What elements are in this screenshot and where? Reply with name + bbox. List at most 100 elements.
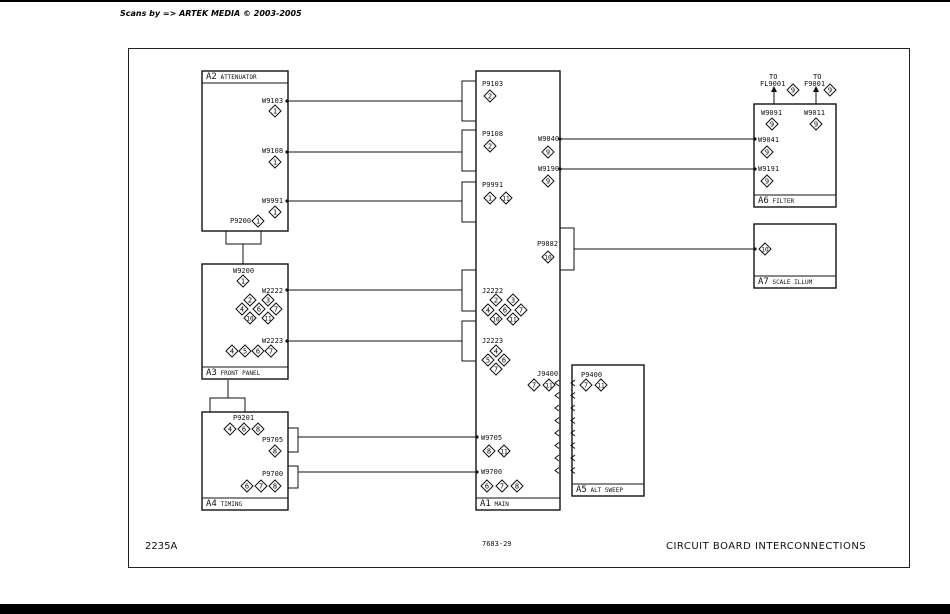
board-title-a1: A1 MAIN — [480, 499, 509, 510]
ref-diamond: 2 — [489, 293, 503, 307]
diamond-outline — [237, 422, 251, 436]
ref-diamond: 9 — [760, 145, 774, 159]
board-id: A3 — [206, 368, 217, 378]
ref-diamond: 4 — [225, 344, 239, 358]
connection-dot — [285, 150, 289, 154]
diamond-number: 9 — [546, 149, 550, 157]
connector-p9108: P9108 — [482, 130, 504, 138]
diamond-number: 9 — [546, 178, 550, 186]
diamond-number: 1 — [241, 278, 245, 286]
diamond-number: 6 — [257, 306, 261, 314]
ref-diamond: 6 — [251, 344, 265, 358]
diamond-outline — [497, 353, 511, 367]
connection-dot — [285, 339, 289, 343]
ref-diamond: 3 — [506, 293, 520, 307]
diamond-outline — [243, 311, 257, 325]
ref-diamond: 5 — [481, 353, 495, 367]
diamond-number: 1 — [256, 218, 260, 226]
diamond-outline — [264, 344, 278, 358]
diamond-number: 9 — [828, 87, 832, 95]
diamond-number: 4 — [230, 348, 234, 356]
ref-diamond: 4 — [481, 303, 495, 317]
ref-diamond: 9 — [541, 174, 555, 188]
diamond-number: 9 — [765, 149, 769, 157]
board-title-a7: A7 SCALE ILLUM — [758, 277, 812, 288]
diamond-number: 7 — [519, 307, 523, 315]
chevron-mark — [554, 417, 560, 424]
chevron-mark — [554, 429, 560, 437]
board-id: A7 — [758, 277, 769, 287]
connector-w9705: W9705 — [481, 434, 503, 442]
chevron-mark — [570, 442, 576, 449]
diamond-outline — [765, 117, 779, 131]
diamond-number: 8 — [256, 426, 260, 434]
chevron-mark — [554, 392, 560, 399]
diamond-number: 7 — [269, 348, 273, 356]
diamond-outline — [541, 145, 555, 159]
diamond-number: 10 — [492, 317, 500, 324]
scan-edge-bottom — [0, 604, 950, 614]
diamond-number: 3 — [511, 297, 515, 305]
ref-diamond: 1 — [251, 214, 265, 228]
chevron-mark — [554, 467, 560, 474]
connector-w9103: W9103 — [262, 97, 284, 105]
ref-diamond: 1 — [268, 104, 282, 118]
diamond-outline — [510, 479, 524, 493]
diamond-number: 4 — [228, 426, 232, 434]
diamond-number: 1 — [273, 159, 277, 167]
chevron-mark — [570, 417, 576, 424]
ref-diamond: 7 — [579, 378, 593, 392]
diamond-outline — [495, 479, 509, 493]
ref-diamond: 11 — [499, 191, 513, 205]
diamond-outline — [268, 155, 282, 169]
diamond-outline — [481, 353, 495, 367]
ref-diamond: 6 — [237, 422, 251, 436]
diamond-number: 10 — [761, 247, 769, 254]
a4-bracket-p9700 — [288, 465, 299, 489]
diamond-number: 7 — [500, 483, 504, 491]
diamond-number: 4 — [240, 306, 244, 314]
diamond-outline — [489, 312, 503, 326]
diamond-number: 6 — [485, 483, 489, 491]
board-name: ALT SWEEP — [586, 487, 623, 494]
diamond-outline — [483, 191, 497, 205]
diamond-outline — [238, 344, 252, 358]
ref-diamond: 10 — [541, 250, 555, 264]
ref-diamond: 1 — [236, 274, 250, 288]
ref-diamond: 4 — [489, 344, 503, 358]
ref-diamond: 7 — [489, 362, 503, 376]
diamond-number: 4 — [494, 348, 498, 356]
scan-edge-top — [0, 0, 950, 2]
diamond-outline — [483, 89, 497, 103]
diamond-number: 9 — [770, 121, 774, 129]
board-title-a6: A6 FILTER — [758, 196, 794, 207]
diamond-outline — [268, 479, 282, 493]
connector-j9400: J9400 — [537, 370, 559, 378]
ref-diamond: 11 — [497, 444, 511, 458]
connector-w9991: W9991 — [262, 197, 284, 205]
diamond-number: 5 — [486, 357, 490, 365]
diamond-outline — [480, 479, 494, 493]
connector-p9705: P9705 — [262, 436, 284, 444]
diamond-number: 2 — [488, 93, 492, 101]
connector-w2223: W2223 — [262, 337, 284, 345]
board-name: TIMING — [216, 501, 243, 508]
diamond-number: 1 — [488, 195, 492, 203]
diamond-outline — [541, 250, 555, 264]
diagram-caption: CIRCUIT BOARD INTERCONNECTIONS — [666, 541, 867, 552]
diamond-number: 11 — [545, 383, 553, 390]
diamond-number: 7 — [494, 366, 498, 374]
connector-w9700: W9700 — [481, 468, 503, 476]
diamond-number: 10 — [246, 316, 254, 323]
board-a1 — [475, 70, 561, 511]
ref-diamond: 4 — [223, 422, 237, 436]
arrow-head — [771, 86, 777, 92]
diamond-outline — [499, 191, 513, 205]
diamond-number: 7 — [532, 382, 536, 390]
connector-p9200: P9200 — [230, 217, 252, 225]
board-id: A1 — [480, 499, 491, 509]
chevron-mark — [570, 404, 576, 412]
to-f9001-label: F9001 — [804, 80, 826, 88]
diamond-number: 9 — [791, 87, 795, 95]
board-a6 — [753, 103, 837, 208]
